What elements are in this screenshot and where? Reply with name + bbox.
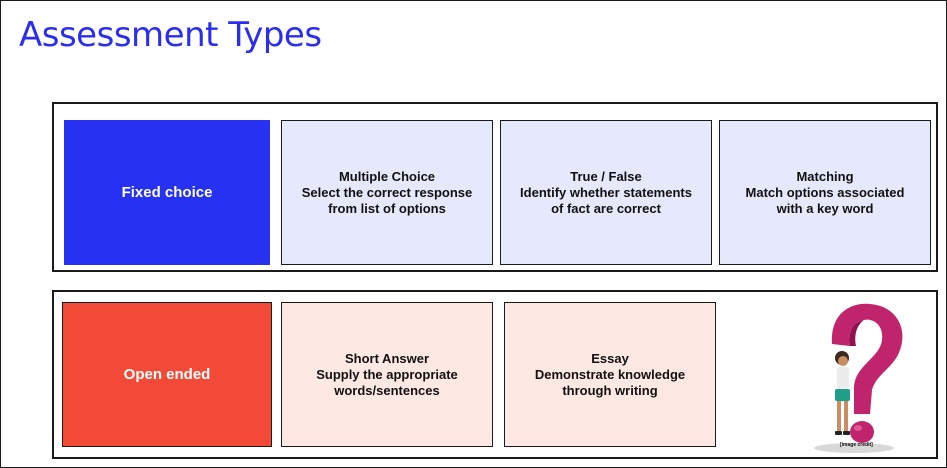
short-answer-box: Short Answer Supply the appropriate word… [281, 302, 493, 447]
open-ended-category: Open ended [62, 302, 272, 447]
matching-box: Matching Match options associated with a… [719, 120, 931, 265]
open-ended-group: Open ended Short Answer Supply the appro… [52, 290, 938, 459]
open-ended-label: Open ended [123, 365, 211, 383]
multiple-choice-heading: Multiple Choice [338, 168, 436, 184]
matching-heading: Matching [796, 168, 854, 184]
essay-box: Essay Demonstrate knowledge through writ… [504, 302, 716, 447]
multiple-choice-box: Multiple Choice Select the correct respo… [281, 120, 493, 265]
short-answer-desc: Supply the appropriate words/sentences [316, 366, 458, 398]
true-false-box: True / False Identify whether statements… [500, 120, 712, 265]
question-mark-person-illustration [814, 303, 903, 453]
essay-heading: Essay [591, 350, 629, 366]
slide-title: Assessment Types [19, 15, 322, 55]
true-false-heading: True / False [570, 168, 642, 184]
fixed-choice-group: Fixed choice Multiple Choice Select the … [52, 102, 938, 272]
multiple-choice-desc: Select the correct response from list of… [301, 184, 473, 216]
fixed-choice-category: Fixed choice [64, 120, 270, 265]
short-answer-heading: Short Answer [344, 350, 430, 366]
essay-desc: Demonstrate knowledge through writing [534, 366, 686, 398]
matching-desc: Match options associated with a key word [745, 184, 905, 216]
illustration-caption: [image credit] [840, 442, 873, 448]
fixed-choice-label: Fixed choice [121, 183, 213, 201]
true-false-desc: Identify whether statements of fact are … [520, 184, 692, 216]
